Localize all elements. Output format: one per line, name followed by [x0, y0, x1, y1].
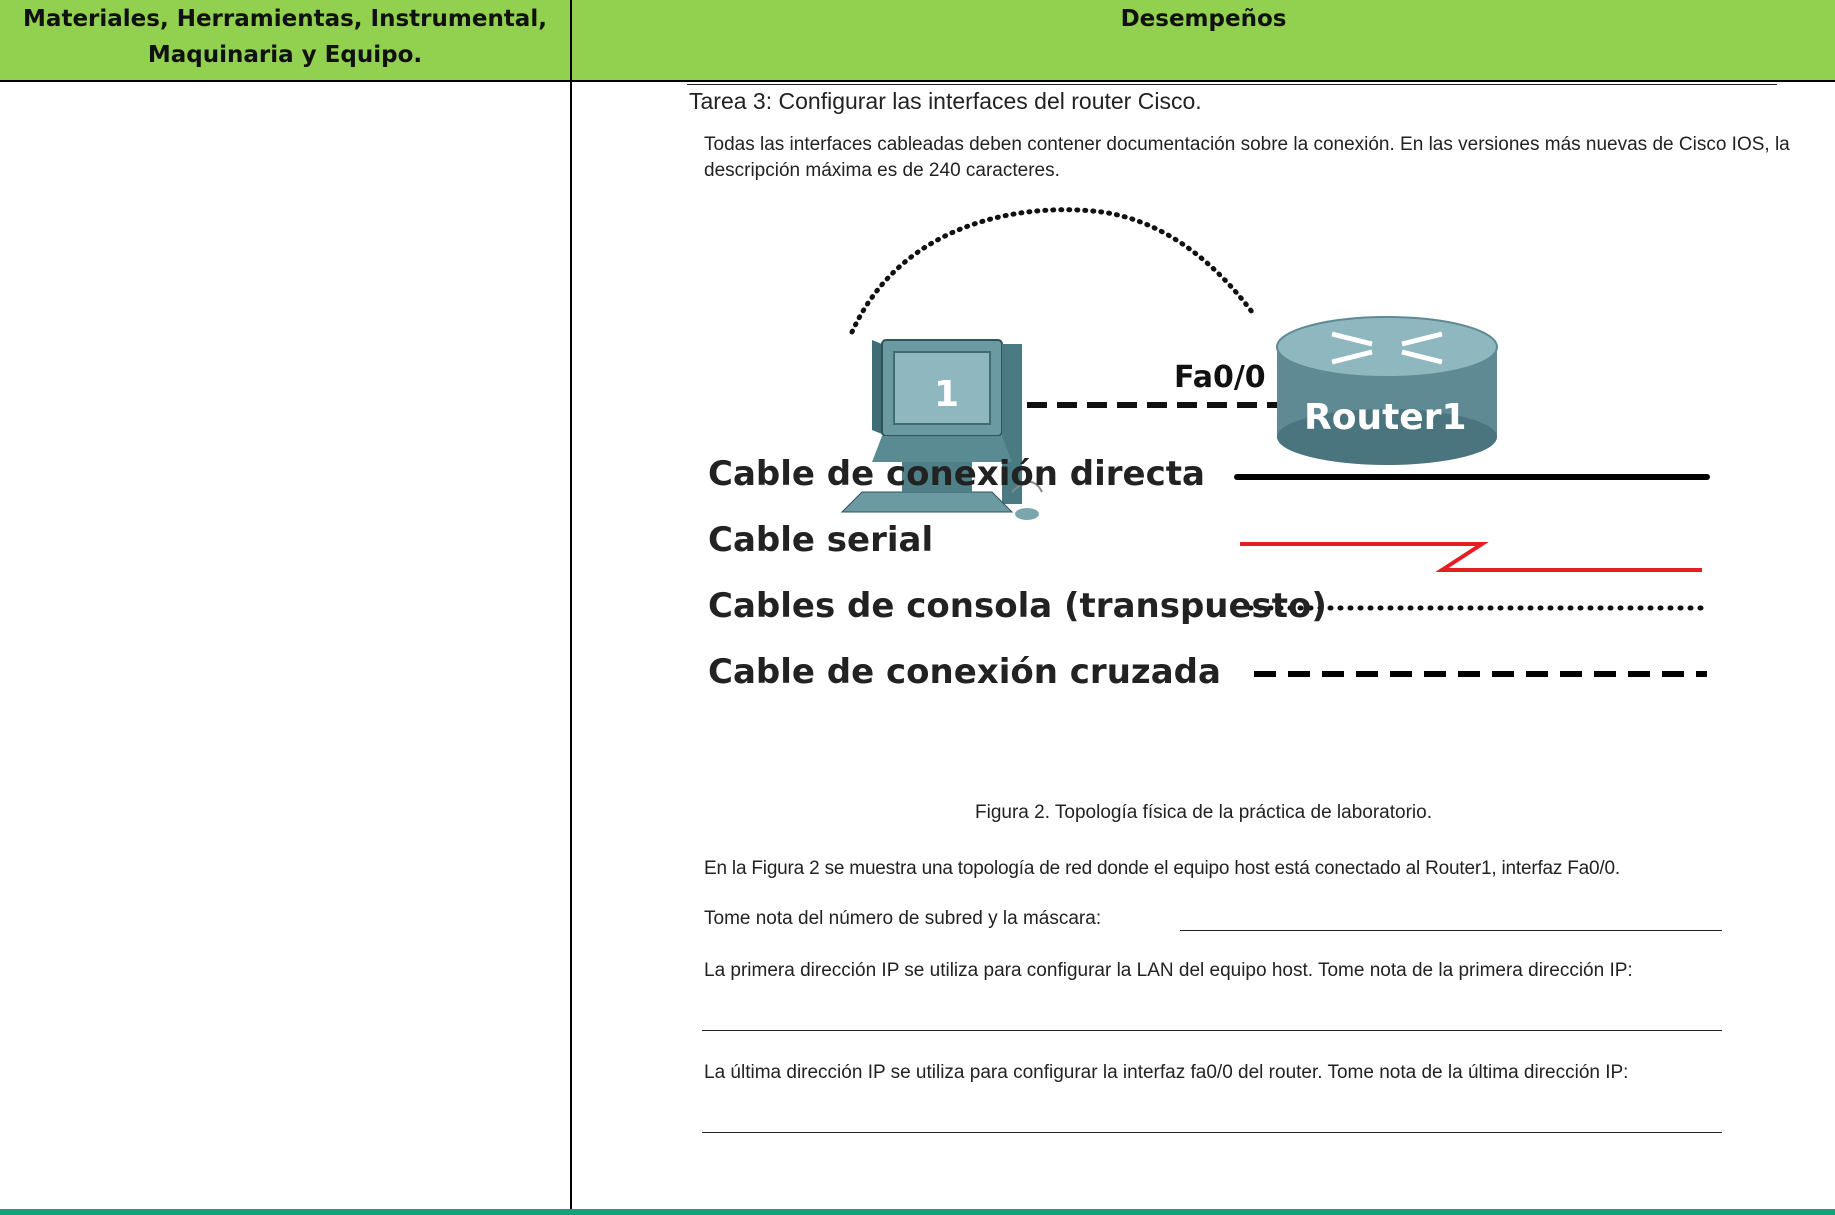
legend-console-label: Cables de consola (transpuesto): [708, 586, 1327, 626]
header-performances-label: Desempeños: [1120, 6, 1287, 32]
header-performances: Desempeños: [572, 0, 1835, 82]
first-ip-prompt: La primera dirección IP se utiliza para …: [704, 960, 1633, 981]
header-materials: Materiales, Herramientas, Instrumental, …: [0, 0, 572, 82]
subnet-answer-line: [1180, 930, 1722, 931]
last-ip-answer-line: [702, 1132, 1722, 1133]
column-divider: [570, 82, 572, 1215]
bottom-border: [0, 1209, 1835, 1215]
intro-text: Todas las interfaces cableadas deben con…: [704, 134, 1790, 181]
top-rule: [687, 84, 1777, 85]
topology-figure: [840, 207, 1710, 677]
legend-serial-label: Cable serial: [708, 520, 934, 560]
pc-number-label: 1: [934, 374, 960, 415]
last-ip-prompt: La última dirección IP se utiliza para c…: [704, 1062, 1629, 1083]
performance-cell: Tarea 3: Configurar las interfaces del r…: [572, 82, 1835, 1209]
first-ip-answer-line: [702, 1030, 1722, 1031]
pc-icon: [840, 339, 1043, 520]
router-name-label: Router1: [1304, 397, 1467, 438]
console-cable: [849, 207, 1255, 335]
subnet-prompt: Tome nota del número de subred y la másc…: [704, 908, 1102, 929]
header-materials-line1: Materiales, Herramientas, Instrumental,: [23, 6, 547, 32]
header-materials-line2: Maquinaria y Equipo.: [147, 42, 423, 68]
legend-straight-label: Cable de conexión directa: [708, 454, 1205, 494]
router-icon: [1276, 316, 1498, 465]
task-title: Tarea 3: Configurar las interfaces del r…: [689, 88, 1202, 114]
interface-label: Fa0/0: [1174, 360, 1266, 395]
figure-caption: Figura 2. Topología física de la práctic…: [975, 802, 1432, 823]
legend-crossover-label: Cable de conexión cruzada: [708, 652, 1221, 692]
topology-description: En la Figura 2 se muestra una topología …: [704, 858, 1620, 879]
legend-serial-line: [1240, 542, 1702, 572]
